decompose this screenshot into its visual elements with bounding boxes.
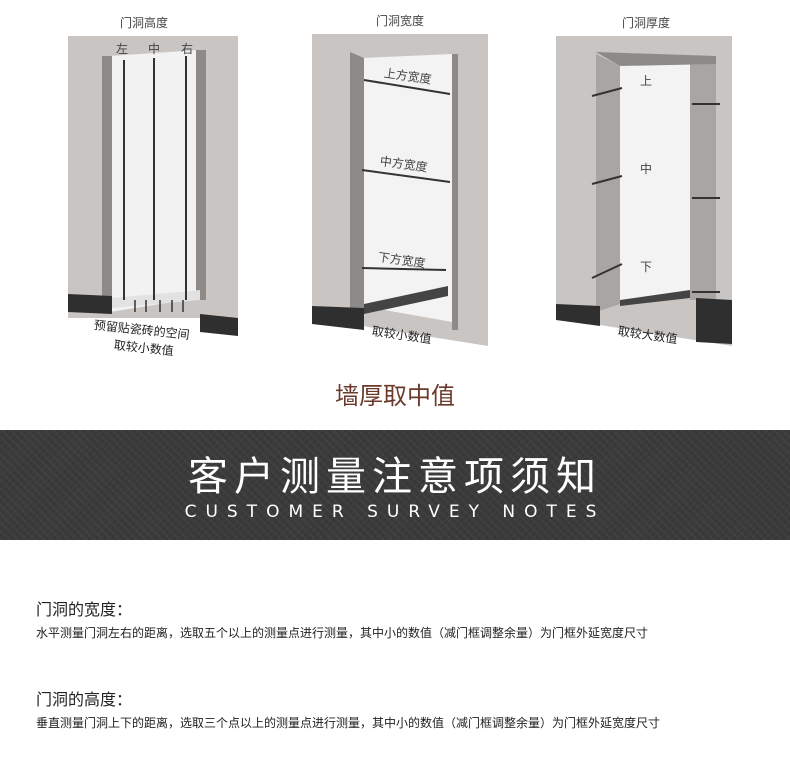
door-height-diagram [68, 36, 238, 336]
banner-title: 客户测量注意项须知 [188, 454, 602, 500]
notes-banner: 客户测量注意项须知 CUSTOMER SURVEY NOTES [0, 430, 790, 540]
diagram-height-title: 门洞高度 [120, 16, 169, 30]
width-mark-middle: 中方宽度 [378, 154, 429, 175]
thickness-mark-top: 上 [640, 74, 653, 88]
door-width-diagram [312, 34, 488, 346]
width-mark-bottom: 下方宽度 [376, 250, 427, 271]
width-caption: 取较小数值 [370, 324, 433, 347]
measurement-diagrams: 门洞高度 左 中 右 预留贴瓷砖的空间 取较小数值 门洞宽度 [68, 14, 732, 358]
height-mark-left: 左 [116, 42, 129, 56]
diagram-width-title: 门洞宽度 [376, 14, 425, 28]
thickness-caption: 取较大数值 [616, 324, 679, 347]
diagram-thickness-title: 门洞厚度 [622, 16, 671, 30]
banner-subtitle: CUSTOMER SURVEY NOTES [184, 502, 606, 522]
thickness-mark-middle: 中 [640, 162, 653, 176]
summary-text: 墙厚取中值 [335, 382, 455, 410]
thickness-mark-bottom: 下 [640, 260, 653, 274]
note-height-text: 垂直测量门洞上下的距离，选取三个点以上的测量点进行测量，其中小的数值（减门框调整… [36, 716, 661, 730]
note-width-heading: 门洞的宽度： [36, 600, 133, 619]
width-mark-top: 上方宽度 [382, 66, 433, 87]
note-width-text: 水平测量门洞左右的距离，选取五个以上的测量点进行测量，其中小的数值（减门框调整余… [36, 626, 649, 640]
door-thickness-diagram [556, 36, 732, 346]
height-mark-right: 右 [181, 42, 194, 56]
note-height-heading: 门洞的高度： [36, 690, 133, 709]
height-mark-center: 中 [148, 42, 161, 56]
